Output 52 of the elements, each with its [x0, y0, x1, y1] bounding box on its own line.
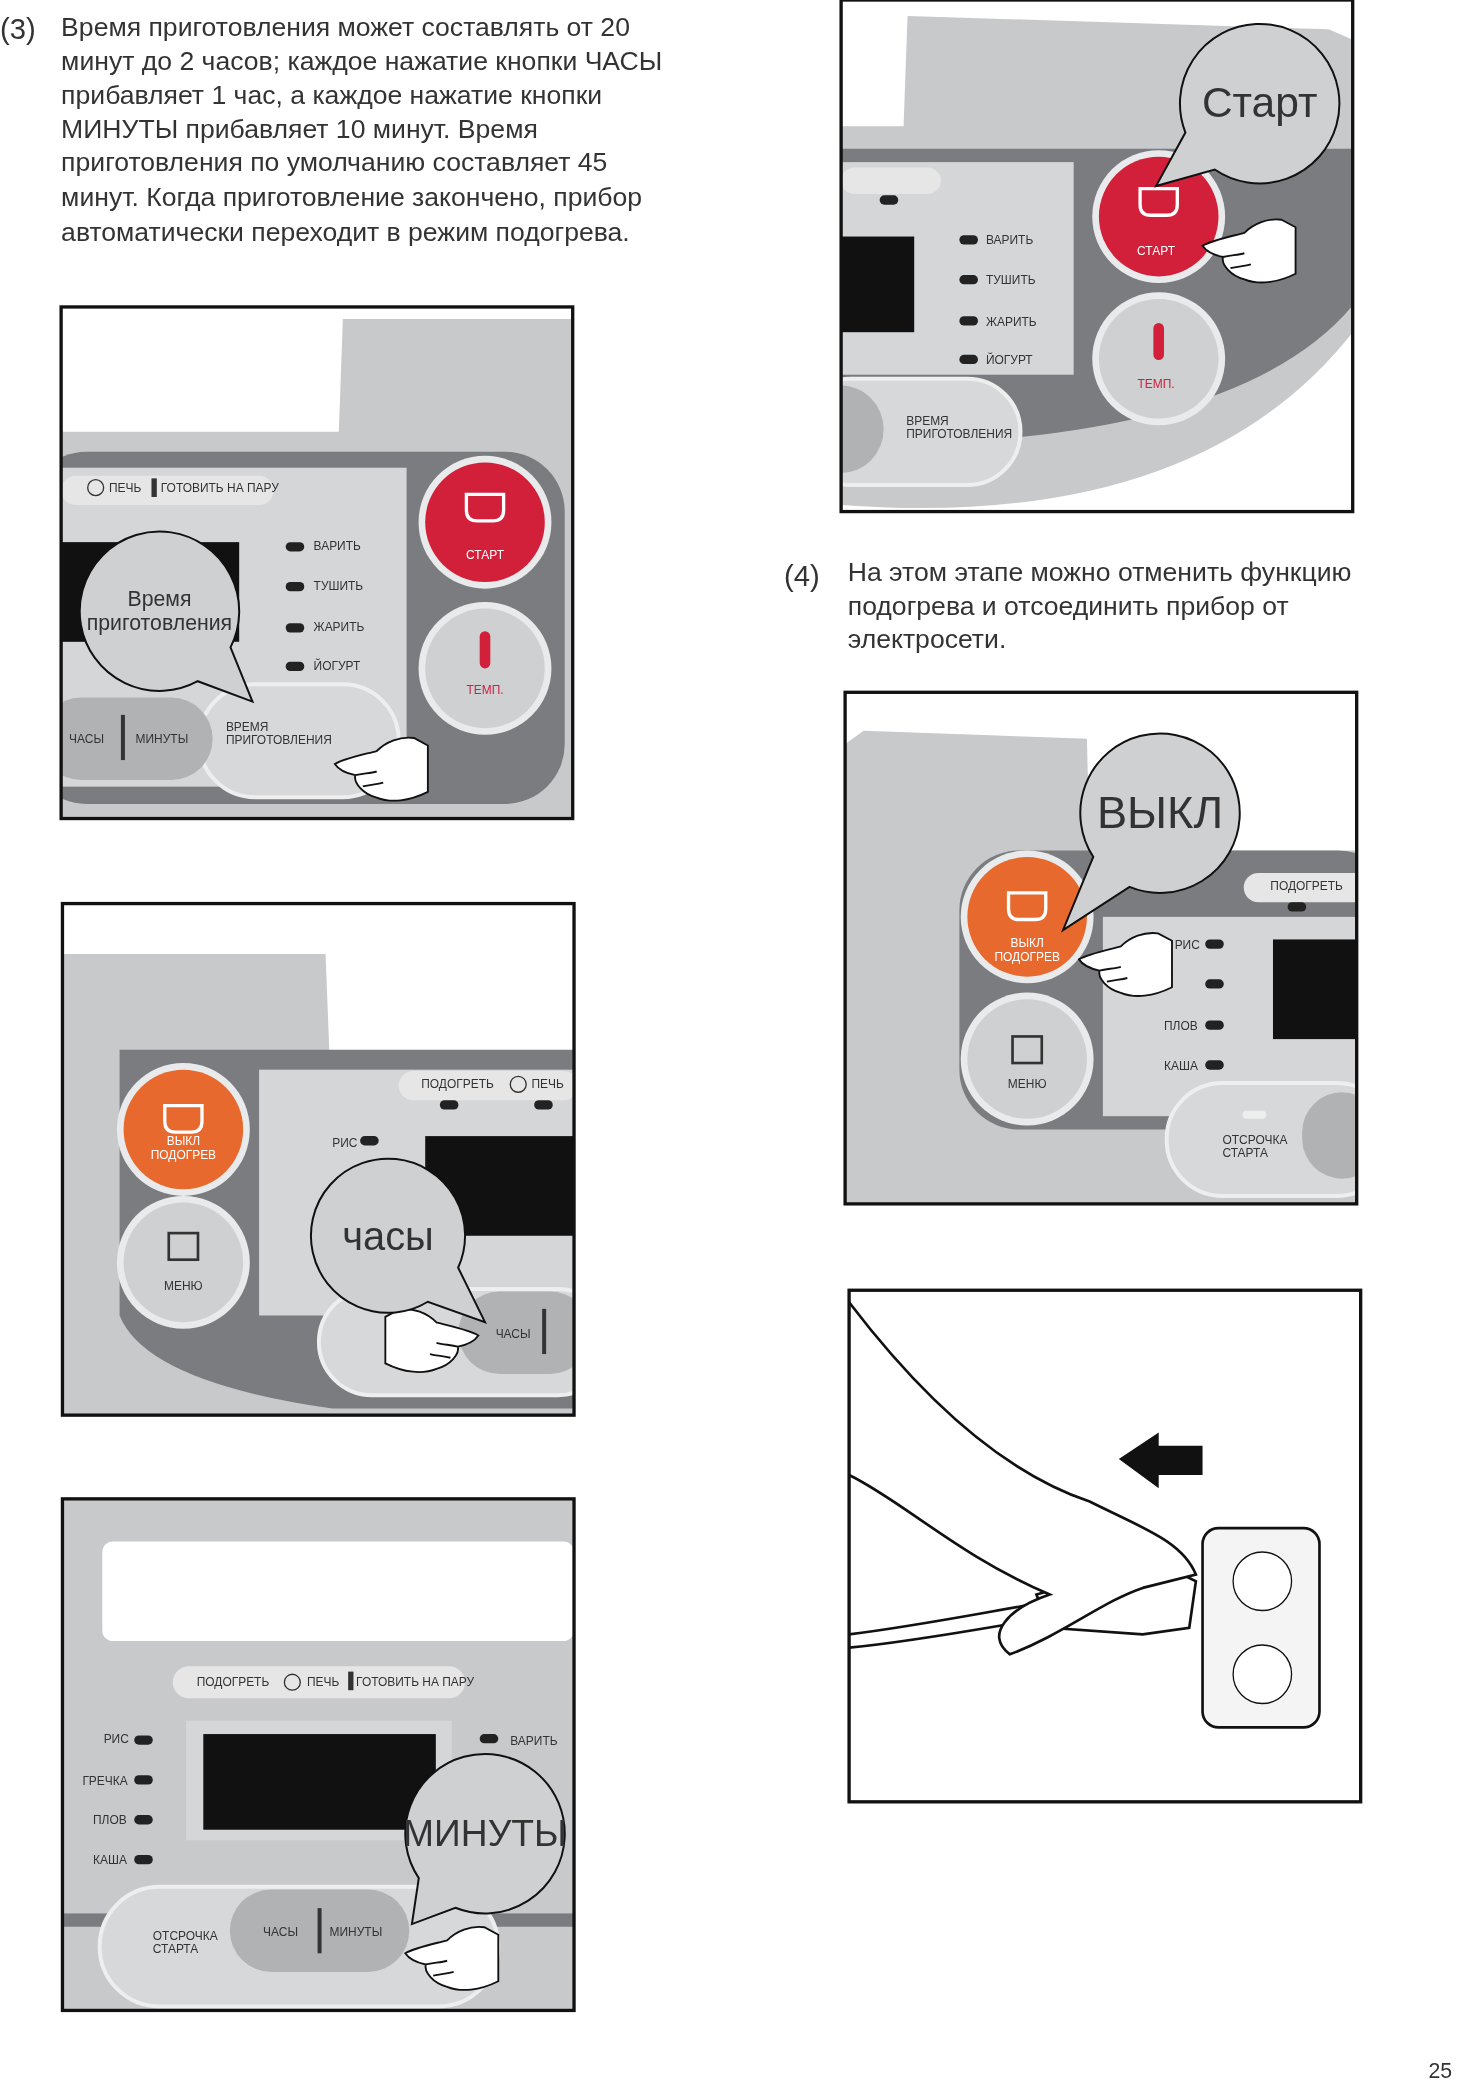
- panel-label: ВАРИТЬ: [313, 539, 362, 554]
- instruction-text: На этом этапе можно отменить функцию подогрева и отсоединить прибор от электросети.: [847, 555, 1353, 656]
- instruction-text: Время приготовления может составлять от 20 минут до 2 часов; каждое нажатие кнопки ЧАСЫ прибавляет 1 час, а каждое нажатие кнопки МИНУТЫ прибавляет 10 минут. Время приготовления по умолчанию составляет 45 минут. Когда приготовление закончено, прибор автоматически переходит в режим подогрева.: [61, 10, 664, 248]
- step-number: (3): [0, 10, 37, 48]
- panel-label: РИС: [332, 1136, 359, 1150]
- panel-label: ВРЕМЯ ПРИГОТОВЛЕНИЯ: [906, 414, 1013, 443]
- panel-label: ПЛОВ: [93, 1813, 128, 1828]
- page-number: 25: [1428, 2059, 1454, 2084]
- panel-label: ГРЕЧКА: [82, 1773, 129, 1788]
- panel-label: ЧАСЫ: [495, 1327, 532, 1342]
- panel-label: МИНУТЫ: [135, 732, 190, 746]
- panel-label: ПЛОВ: [1164, 1019, 1199, 1033]
- speech-bubble: МИНУТЫ: [402, 1751, 568, 1927]
- panel-label: ГОТОВИТЬ НА ПАРУ: [160, 481, 280, 495]
- panel-label: ТУШИТЬ: [313, 579, 365, 594]
- speech-bubble: Старт: [1153, 21, 1343, 189]
- panel-label: ЧАСЫ: [263, 1925, 299, 1940]
- panel-label: РИС: [1174, 938, 1201, 952]
- step-number: (4): [784, 558, 821, 595]
- panel-label: СТАРТ: [1136, 244, 1176, 259]
- panel-label: ВЫКЛ ПОДОГРЕВ: [149, 1134, 218, 1163]
- panel-label: ТЕМП.: [465, 683, 505, 697]
- panel-label: ЖАРИТЬ: [985, 314, 1038, 329]
- panel-label: ПЕЧЬ: [306, 1675, 341, 1690]
- panel-label: КАША: [93, 1853, 128, 1868]
- speech-bubble: Время приготовления: [77, 528, 256, 705]
- panel-label: РИС: [103, 1732, 130, 1747]
- speech-bubble: часы: [308, 1156, 488, 1325]
- panel-label: ТЕМП.: [1136, 377, 1176, 392]
- panel-label: ЙОГУРТ: [313, 659, 362, 673]
- panel-label: ВЫКЛ ПОДОГРЕВ: [993, 936, 1061, 965]
- panel-label: ПЕЧЬ: [531, 1077, 565, 1092]
- panel-label: ОТСРОЧКА СТАРТА: [152, 1929, 219, 1957]
- panel-label: ПОДОГРЕТЬ: [421, 1077, 495, 1092]
- panel-label: СТАРТ: [465, 548, 505, 563]
- panel-label: МИНУТЫ: [329, 1925, 384, 1940]
- panel-label: ОТСРОЧКА СТАРТА: [1222, 1133, 1289, 1161]
- panel-label: КАША: [1164, 1059, 1199, 1073]
- panel-label: МЕНЮ: [163, 1279, 204, 1294]
- panel-label: ЙОГУРТ: [985, 353, 1034, 368]
- panel-label: ГОТОВИТЬ НА ПАРУ: [356, 1675, 476, 1690]
- panel-label: ВАРИТЬ: [985, 233, 1035, 248]
- panel-label: ЧАСЫ: [69, 732, 105, 746]
- panel-label: ПОДОГРЕТЬ: [196, 1675, 271, 1690]
- panel-label: ПОДОГРЕТЬ: [1270, 879, 1344, 894]
- panel-label: ВАРИТЬ: [510, 1734, 559, 1748]
- panel-label: ПЕЧЬ: [108, 481, 143, 495]
- panel-label: ТУШИТЬ: [985, 273, 1037, 288]
- panel-label: МЕНЮ: [1006, 1077, 1048, 1092]
- panel-label: ЖАРИТЬ: [313, 620, 366, 635]
- panel-label: ВРЕМЯ ПРИГОТОВЛЕНИЯ: [225, 720, 333, 748]
- speech-bubble: ВЫКЛ: [1060, 730, 1243, 933]
